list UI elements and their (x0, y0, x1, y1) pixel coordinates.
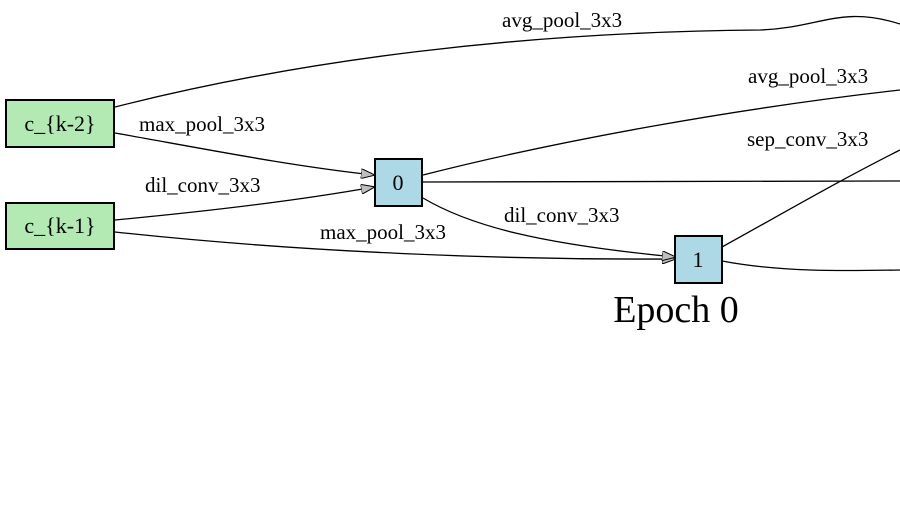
edge-ck2-avg-pool-out (114, 15, 900, 108)
edge-node0-to-node1 (422, 197, 675, 257)
edge-label-node0-avg-pool: avg_pool_3x3 (748, 64, 868, 88)
edge-label-node0-dil-conv: dil_conv_3x3 (504, 203, 620, 227)
node-c-k-2: c_{k-2} (5, 99, 115, 148)
edge-ck1-to-node0 (114, 187, 374, 221)
edge-ck1-to-node1 (114, 231, 675, 259)
diagram-caption: Epoch 0 (613, 289, 739, 331)
edge-label-ck1-max-pool: max_pool_3x3 (320, 220, 446, 244)
node-1-label: 1 (693, 247, 704, 272)
edge-ck2-to-node0 (114, 132, 374, 175)
edge-node0-out (422, 180, 900, 183)
edge-node0-avg-pool-out (422, 89, 900, 176)
edge-label-ck2-avg-pool: avg_pool_3x3 (502, 8, 622, 32)
edge-label-ck2-max-pool: max_pool_3x3 (139, 112, 265, 136)
edge-node1-sep-conv-out (721, 149, 900, 248)
edge-node1-out (721, 260, 900, 272)
node-0: 0 (374, 158, 423, 207)
node-0-label: 0 (393, 170, 404, 195)
edge-label-node1-sep-conv: sep_conv_3x3 (747, 127, 868, 151)
edge-label-ck1-dil-conv: dil_conv_3x3 (145, 173, 261, 197)
node-c-k-1: c_{k-1} (5, 202, 115, 250)
node-c-k-1-label: c_{k-1} (24, 213, 95, 238)
node-c-k-2-label: c_{k-2} (24, 111, 95, 136)
node-1: 1 (674, 235, 723, 284)
